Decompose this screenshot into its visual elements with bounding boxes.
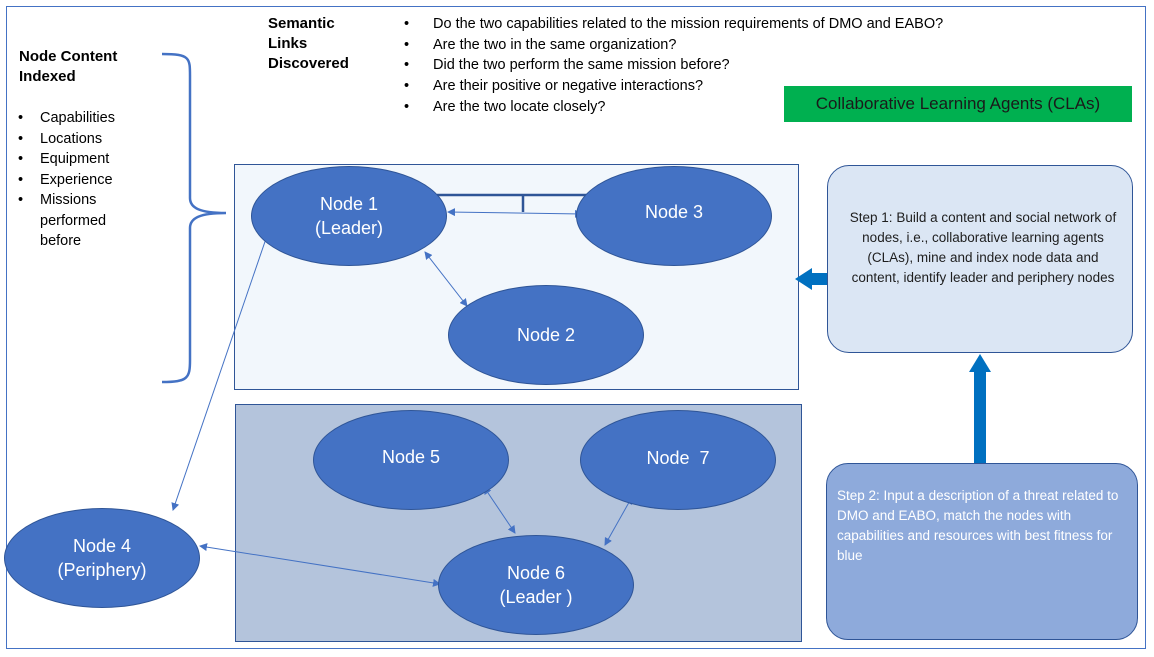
node-content-item: Missions performed before — [18, 190, 118, 252]
node-1: Node 1 (Leader) — [251, 166, 447, 266]
block-arrow-step2-to-step1 — [969, 354, 991, 463]
node-content-item: Capabilities — [18, 108, 158, 129]
node-label: Node 2 — [516, 325, 576, 345]
cla-badge: Collaborative Learning Agents (CLAs) — [784, 86, 1132, 122]
node-6: Node 6 (Leader ) — [438, 535, 634, 635]
curly-brace — [161, 52, 227, 384]
node-role: (Periphery) — [57, 560, 147, 580]
arrow-node7-node6 — [604, 496, 633, 546]
node-label: Node 6 — [506, 563, 566, 583]
node-3: Node 3 — [576, 166, 772, 266]
semantic-link-item: Are the two locate closely? — [404, 97, 943, 118]
node-5: Node 5 — [313, 410, 509, 510]
node-content-heading: Node Content Indexed — [19, 48, 118, 85]
step-2-text: Step 2: Input a description of a threat … — [837, 488, 1119, 563]
arrow-node5-node6 — [483, 486, 516, 534]
semantic-link-item: Are their positive or negative interacti… — [404, 76, 943, 97]
step-2-box: Step 2: Input a description of a threat … — [826, 463, 1138, 640]
node-content-item: Locations — [18, 129, 158, 150]
node-label: Node 7 — [646, 448, 710, 468]
step-1-box: Step 1: Build a content and social netwo… — [827, 165, 1133, 353]
semantic-link-item: Do the two capabilities related to the m… — [404, 14, 943, 35]
node-label: Node 1 — [319, 194, 379, 214]
diagram-frame — [6, 6, 1146, 649]
node-label: Node 3 — [644, 202, 704, 222]
arrow-node1-node2 — [424, 251, 468, 307]
node-content-list: Capabilities Locations Equipment Experie… — [18, 108, 158, 252]
node-label: Node 4 — [72, 536, 132, 556]
node-role: (Leader ) — [499, 587, 573, 607]
semantic-link-item: Are the two in the same organization? — [404, 35, 943, 56]
node-label: Node 5 — [381, 447, 441, 467]
semantic-links-list: Do the two capabilities related to the m… — [404, 14, 943, 118]
node-content-item: Experience — [18, 170, 158, 191]
arrow-node4-node6 — [199, 543, 441, 587]
node-content-item: Equipment — [18, 149, 158, 170]
semantic-link-item: Did the two perform the same mission bef… — [404, 55, 943, 76]
step-1-text: Step 1: Build a content and social netwo… — [849, 210, 1117, 285]
semantic-links-heading: Semantic Links Discovered — [268, 15, 349, 72]
node-role: (Leader) — [314, 218, 384, 238]
block-arrow-step1-to-network — [795, 268, 829, 290]
node-7: Node 7 — [580, 410, 776, 510]
arrow-node1-node4 — [171, 226, 272, 511]
node-4: Node 4 (Periphery) — [4, 508, 200, 608]
node-2: Node 2 — [448, 285, 644, 385]
arrow-node1-node3 — [447, 208, 583, 218]
